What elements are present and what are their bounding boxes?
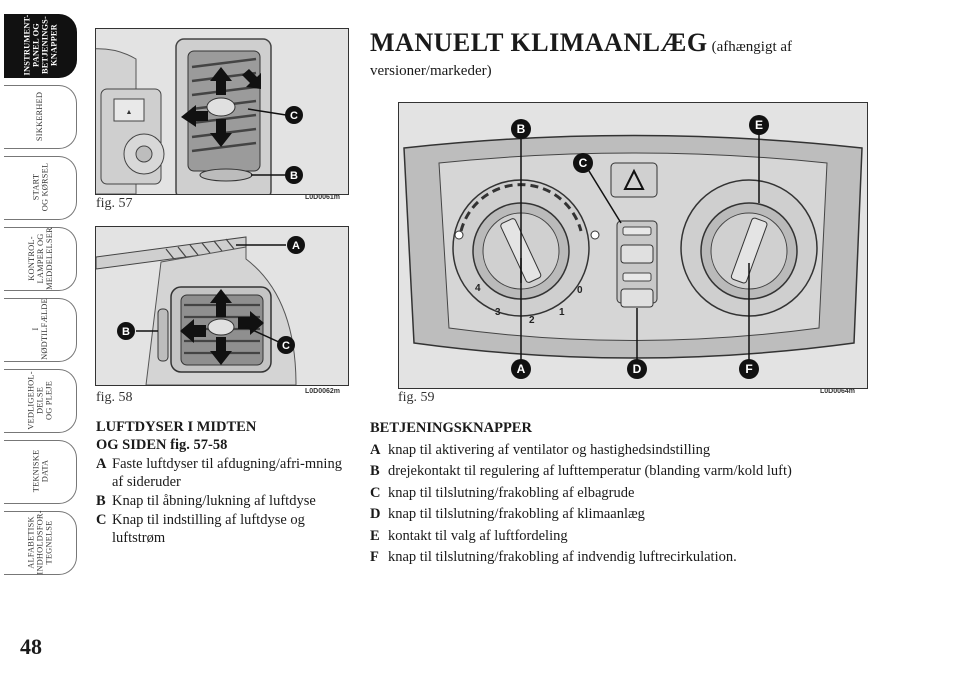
title-sub: (afhængigt af bbox=[711, 39, 793, 55]
tab-label: INSTRUMENT- PANEL OG BETJENINGS- KNAPPER bbox=[22, 14, 58, 76]
tab-instrumentpanel[interactable]: INSTRUMENT- PANEL OG BETJENINGS- KNAPPER bbox=[0, 14, 90, 78]
item-text: drejekontakt til regulering af lufttempe… bbox=[388, 463, 792, 479]
tab-kontrollamper[interactable]: KONTROL- LAMPER OG MEDDELELSER bbox=[0, 226, 90, 291]
figure-58: A B C bbox=[95, 226, 349, 386]
tab-label: KONTROL- LAMPER OG MEDDELELSER bbox=[26, 226, 54, 290]
list-item: B drejekontakt til regulering af lufttem… bbox=[370, 461, 890, 482]
tab-alfabetisk[interactable]: ALFABETISK INDHOLDSFOR- TEGNELSE bbox=[0, 509, 90, 575]
item-key: C bbox=[370, 484, 381, 501]
tab-start[interactable]: START OG KØRSEL bbox=[0, 156, 90, 220]
climate-control-panel-illustration: 4 3 2 1 0 B E C A D F bbox=[399, 103, 867, 388]
scale-0: 0 bbox=[577, 285, 583, 296]
scale-4: 4 bbox=[475, 283, 481, 294]
section-heading-line1: LUFTDYSER I MIDTEN bbox=[96, 419, 257, 435]
item-text: Knap til åbning/lukning af luftdyse bbox=[112, 493, 316, 509]
scale-3: 3 bbox=[495, 307, 501, 318]
callout-b: B bbox=[290, 170, 298, 182]
scale-2: 2 bbox=[529, 315, 535, 326]
callout-c: C bbox=[290, 110, 298, 122]
list-item: C knap til tilslutning/frakobling af elb… bbox=[370, 483, 890, 504]
list-item: C Knap til indstilling af luftdyse og lu… bbox=[96, 511, 351, 547]
item-text: knap til tilslutning/frakobling af elbag… bbox=[388, 484, 635, 501]
item-key: F bbox=[370, 549, 379, 565]
figure-57: ▲ C B bbox=[95, 28, 349, 195]
callout-a: A bbox=[292, 240, 300, 252]
tab-label: TEKNISKE DATA bbox=[30, 449, 49, 493]
callout-f: F bbox=[745, 362, 752, 376]
tab-label: VEDLIGEHOL- DELSE OG PLEJE bbox=[26, 370, 54, 430]
luftdyser-section: LUFTDYSER I MIDTEN OG SIDEN fig. 57-58 A… bbox=[96, 418, 351, 547]
item-text: knap til aktivering af ventilator og has… bbox=[388, 441, 711, 458]
fig57-caption: fig. 57 bbox=[96, 196, 133, 211]
callout-d: D bbox=[633, 362, 642, 376]
list-item: A knap til aktivering af ventilator og h… bbox=[370, 440, 890, 461]
betjeningsknapper-section: BETJENINGSKNAPPER A knap til aktivering … bbox=[370, 418, 890, 568]
title-sub-line2: versioner/markeder) bbox=[370, 63, 492, 79]
tab-sikkerhed[interactable]: SIKKERHED bbox=[0, 85, 90, 149]
item-text: Knap til indstilling af luftdyse og luft… bbox=[112, 512, 305, 546]
item-key: C bbox=[96, 512, 107, 528]
page-title: MANUELT KLIMAANLÆG (afhængigt af bbox=[370, 28, 792, 58]
list-item: D knap til tilslutning/frakobling af kli… bbox=[370, 504, 890, 525]
callout-c: C bbox=[579, 156, 588, 170]
callout-b: B bbox=[517, 122, 526, 136]
item-key: B bbox=[370, 463, 380, 479]
side-vent-illustration: A B C bbox=[96, 227, 348, 385]
section-heading: BETJENINGSKNAPPER bbox=[370, 420, 532, 436]
item-key: A bbox=[370, 441, 381, 458]
title-main: MANUELT KLIMAANLÆG bbox=[370, 28, 708, 57]
svg-text:▲: ▲ bbox=[126, 108, 133, 116]
section-heading-line2: OG SIDEN fig. 57-58 bbox=[96, 437, 228, 453]
list-item: F knap til tilslutning/frakobling af ind… bbox=[370, 547, 890, 568]
item-key: E bbox=[370, 527, 380, 544]
fig59-caption: fig. 59 bbox=[398, 390, 435, 405]
item-key: B bbox=[96, 493, 106, 509]
list-item: A Faste luftdyser til afdugning/afri-mni… bbox=[96, 455, 351, 491]
callout-b: B bbox=[122, 326, 130, 338]
fig58-caption: fig. 58 bbox=[96, 390, 133, 405]
chapter-tabs: INSTRUMENT- PANEL OG BETJENINGS- KNAPPER… bbox=[0, 14, 90, 582]
tab-label: I NØDTILFÆLDE bbox=[31, 298, 49, 360]
tab-label: SIKKERHED bbox=[35, 91, 45, 141]
item-key: A bbox=[96, 456, 107, 472]
item-text: knap til tilslutning/frakobling af klima… bbox=[388, 506, 645, 522]
central-vent-illustration: ▲ C B bbox=[96, 29, 348, 194]
tab-label: START OG KØRSEL bbox=[31, 162, 49, 212]
fig57-code: L0D0061m bbox=[305, 194, 341, 201]
callout-e: E bbox=[755, 118, 763, 132]
list-item: B Knap til åbning/lukning af luftdyse bbox=[96, 492, 351, 510]
tab-noedtilfaelde[interactable]: I NØDTILFÆLDE bbox=[0, 298, 90, 362]
fig58-code: L0D0062m bbox=[305, 388, 341, 395]
page-number: 48 bbox=[20, 634, 42, 659]
item-text: Faste luftdyser til afdugning/afri-mning… bbox=[112, 456, 342, 490]
scale-1: 1 bbox=[559, 307, 565, 318]
item-text: kontakt til valg af luftfordeling bbox=[388, 527, 568, 544]
tab-tekniske-data[interactable]: TEKNISKE DATA bbox=[0, 440, 90, 504]
figure-59: 4 3 2 1 0 B E C A D F bbox=[398, 102, 868, 389]
item-key: D bbox=[370, 506, 381, 522]
item-text: knap til tilslutning/frakobling af indve… bbox=[388, 549, 737, 565]
list-item: E kontakt til valg af luftfordeling bbox=[370, 526, 890, 547]
callout-c: C bbox=[282, 340, 290, 352]
tab-vedligeholdelse[interactable]: VEDLIGEHOL- DELSE OG PLEJE bbox=[0, 369, 90, 433]
tab-label: ALFABETISK INDHOLDSFOR- TEGNELSE bbox=[26, 509, 54, 575]
fig59-code: L0D0064m bbox=[820, 388, 856, 395]
callout-a: A bbox=[517, 362, 526, 376]
